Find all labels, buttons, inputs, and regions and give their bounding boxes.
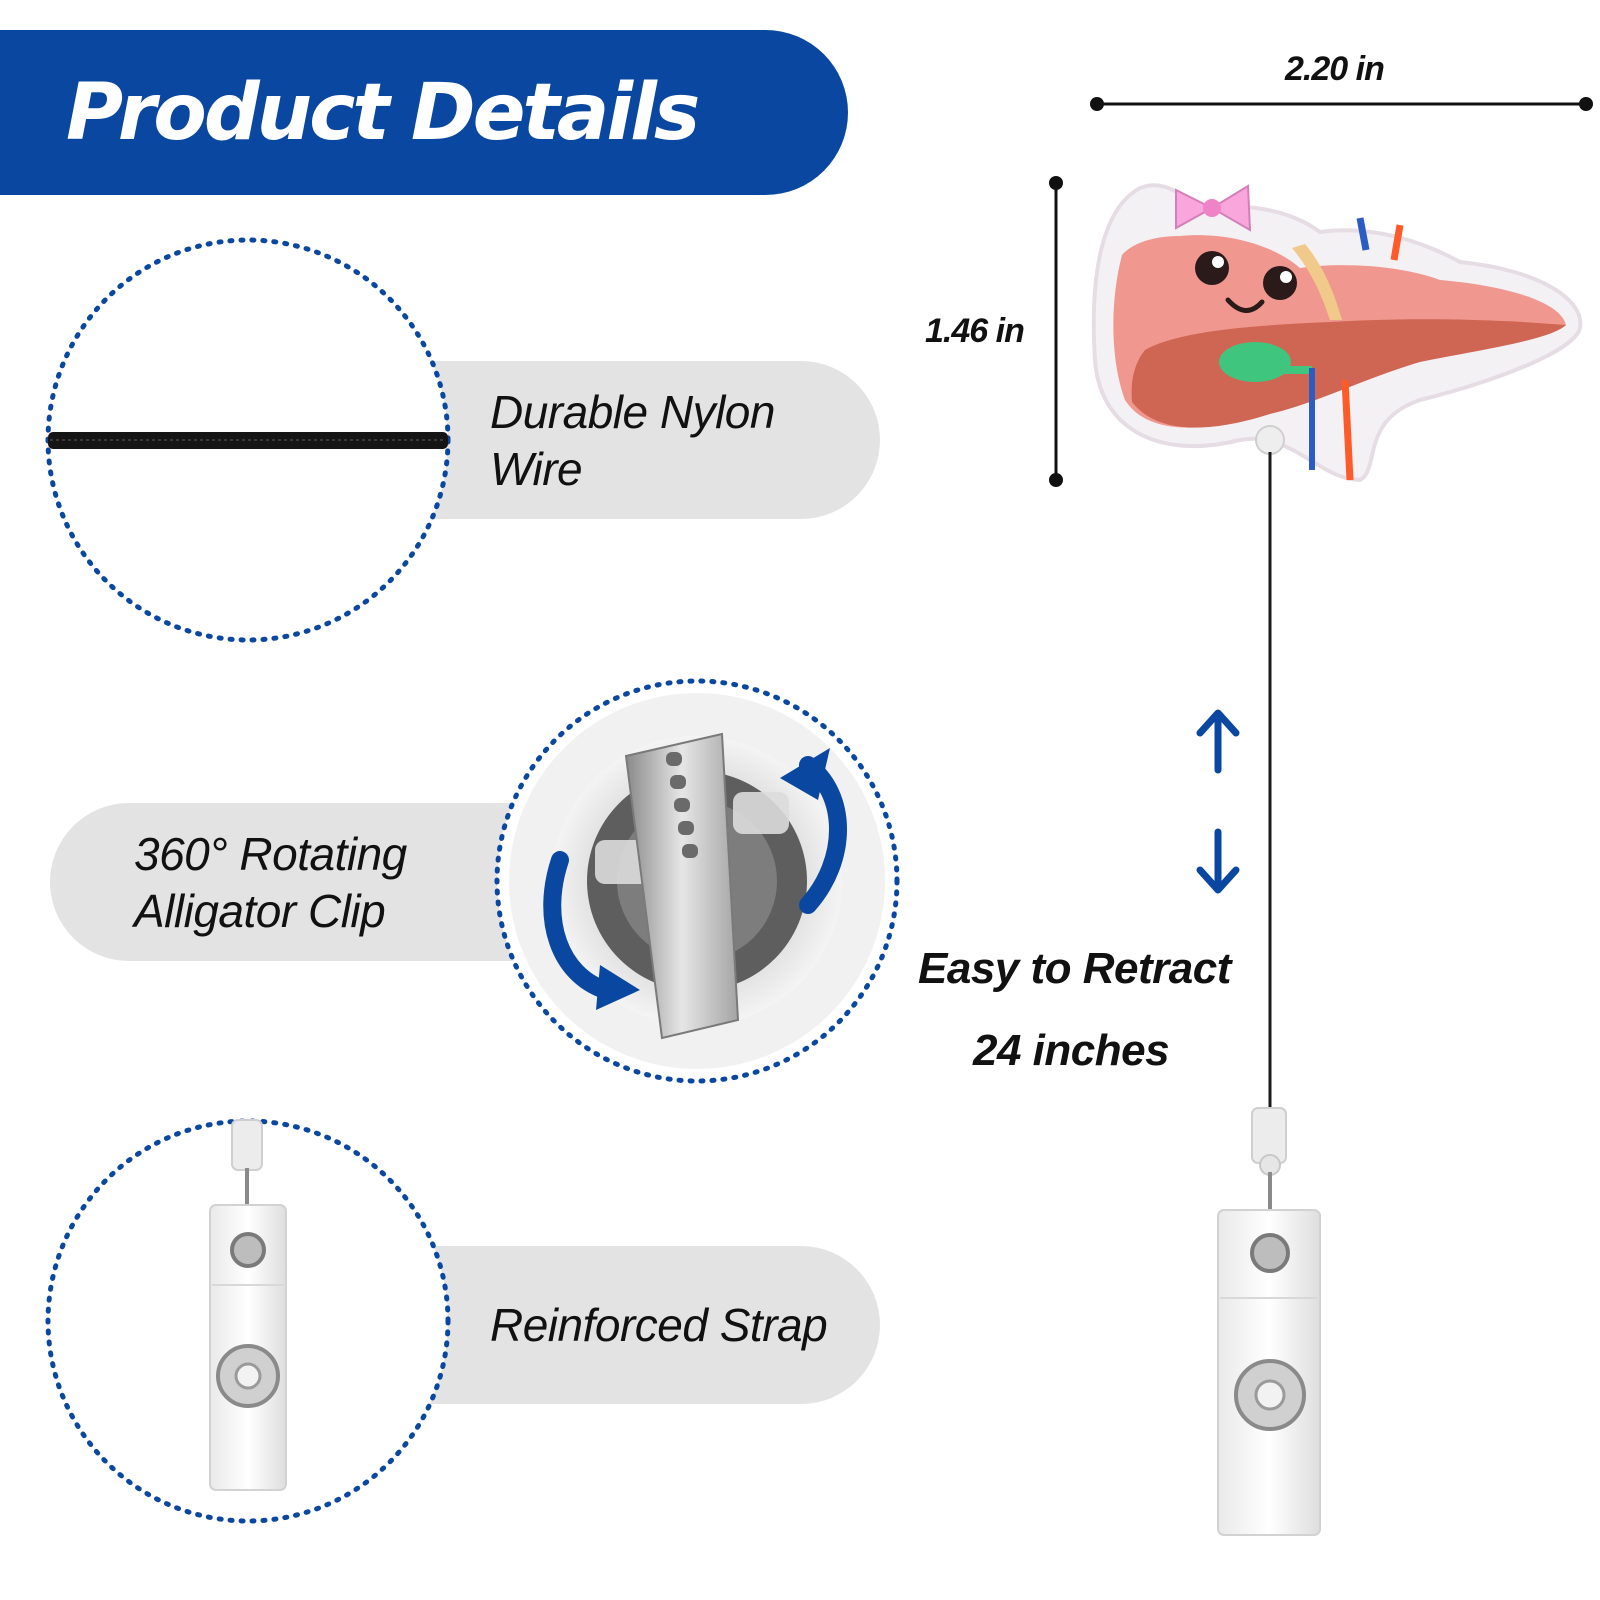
liver-badge: [1091, 183, 1583, 483]
reinforced-strap-detail: [45, 1118, 451, 1524]
banner-title: Product Details: [66, 68, 700, 158]
nylon-wire-detail: [45, 237, 451, 643]
width-dimension-line: [1090, 97, 1593, 111]
height-dimension-label: 1.46 in: [925, 312, 1025, 350]
rotating-clip-detail: [494, 678, 900, 1084]
retract-title: Easy to Retract: [918, 944, 1231, 993]
feature-text-rotating-clip: 360° Rotating Alligator Clip: [134, 828, 407, 937]
feature-text-reinforced-strap: Reinforced Strap: [490, 1299, 828, 1351]
height-dimension-line: [1049, 176, 1063, 487]
badge-strap: [1217, 1107, 1321, 1536]
product-details-banner: Product Details: [0, 30, 848, 195]
feature-text-nylon-wire: Durable Nylon Wire: [490, 386, 775, 495]
extend-arrows-icon: [1196, 709, 1240, 894]
width-dimension-label: 2.20 in: [1285, 50, 1385, 88]
retract-length: 24 inches: [973, 1026, 1170, 1075]
